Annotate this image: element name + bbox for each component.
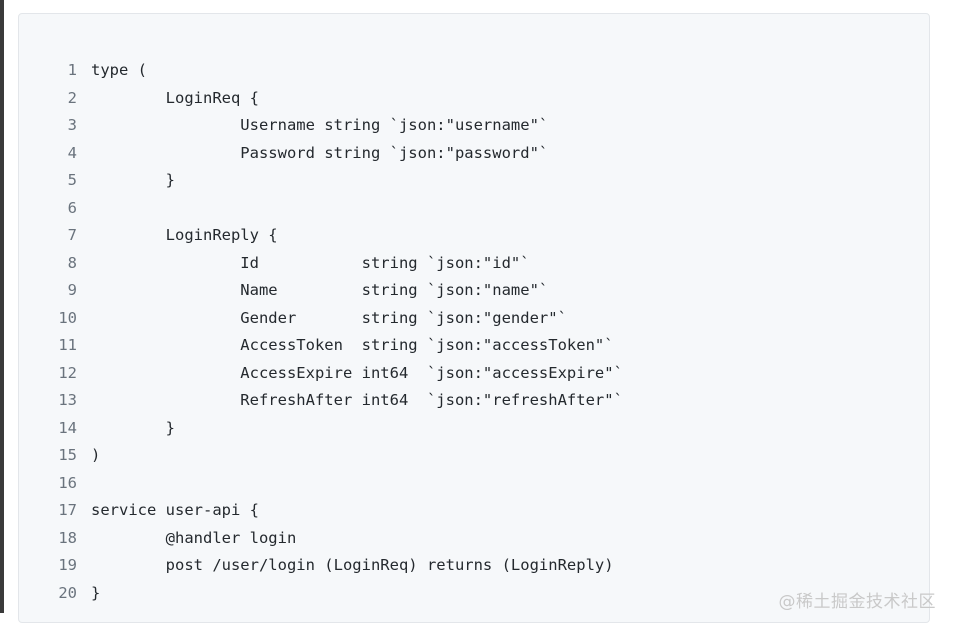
line-number: 3 — [45, 112, 77, 140]
line-text: AccessToken string `json:"accessToken"` — [91, 332, 614, 360]
line-text: service user-api { — [91, 497, 259, 525]
line-text: } — [91, 415, 175, 443]
line-text: } — [91, 167, 175, 195]
line-text: ) — [91, 442, 100, 470]
line-text: @handler login — [91, 525, 296, 553]
line-number: 4 — [45, 140, 77, 168]
line-number: 11 — [45, 332, 77, 360]
line-text: post /user/login (LoginReq) returns (Log… — [91, 552, 614, 580]
line-text: Username string `json:"username"` — [91, 112, 548, 140]
line-text: LoginReply { — [91, 222, 278, 250]
line-number: 13 — [45, 387, 77, 415]
line-text: Name string `json:"name"` — [91, 277, 548, 305]
watermark: @稀土掘金技术社区 — [779, 587, 937, 612]
line-text: RefreshAfter int64 `json:"refreshAfter"` — [91, 387, 623, 415]
line-text: type ( — [91, 57, 147, 85]
line-text: Id string `json:"id"` — [91, 250, 530, 278]
line-text: } — [91, 580, 100, 608]
line-text: LoginReq { — [91, 85, 259, 113]
line-number: 1 — [45, 57, 77, 85]
line-text: AccessExpire int64 `json:"accessExpire"` — [91, 360, 623, 388]
line-number: 15 — [45, 442, 77, 470]
code-block: 1 type ( 2 LoginReq { 3 Username string `js… — [18, 13, 930, 623]
line-number: 14 — [45, 415, 77, 443]
line-number: 8 — [45, 250, 77, 278]
line-number: 16 — [45, 470, 77, 498]
line-number: 7 — [45, 222, 77, 250]
line-number: 18 — [45, 525, 77, 553]
line-number: 20 — [45, 580, 77, 608]
line-number: 9 — [45, 277, 77, 305]
line-number: 19 — [45, 552, 77, 580]
line-number: 2 — [45, 85, 77, 113]
line-number: 10 — [45, 305, 77, 333]
line-text: Password string `json:"password"` — [91, 140, 548, 168]
line-number: 17 — [45, 497, 77, 525]
line-number: 6 — [45, 195, 77, 223]
line-text: Gender string `json:"gender"` — [91, 305, 567, 333]
line-number: 5 — [45, 167, 77, 195]
line-number: 12 — [45, 360, 77, 388]
window-left-edge — [0, 0, 4, 613]
